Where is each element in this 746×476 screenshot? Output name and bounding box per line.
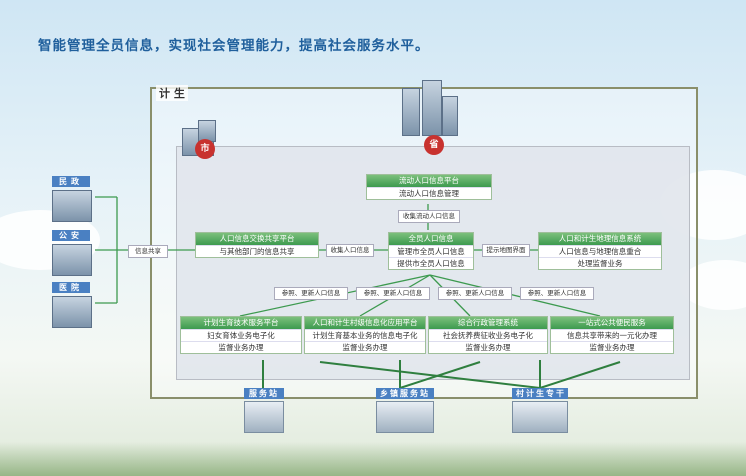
building-icon (376, 401, 434, 433)
grass-strip (0, 442, 746, 476)
box-row: 计划生育基本业务的信息电子化 (305, 329, 425, 341)
township-service-station: 乡镇服务站 (376, 388, 434, 433)
headline: 智能管理全员信息，实现社会管理能力，提高社会服务水平。 (38, 38, 430, 54)
city-badge: 市 (195, 139, 215, 159)
box-title: 人口和计生地理信息系统 (539, 233, 661, 245)
box-row: 人口信息与地理信息重合 (539, 245, 661, 257)
station-label: 村计生专干 (512, 388, 568, 399)
floating-population-platform: 流动人口信息平台 流动人口信息管理 (366, 174, 492, 200)
box-title: 人口和计生村级信息化应用平台 (305, 317, 425, 329)
box-row: 监督业务办理 (551, 341, 673, 353)
village-app-platform: 人口和计生村级信息化应用平台 计划生育基本业务的信息电子化 监督业务办理 (304, 316, 426, 354)
box-row: 妇女育体业务电子化 (181, 329, 301, 341)
province-badge: 省 (424, 135, 444, 155)
province-tower (402, 88, 420, 136)
box-row: 监督业务办理 (305, 341, 425, 353)
station-label: 服务站 (244, 388, 284, 399)
people-icon (512, 401, 568, 433)
box-row: 处理监督业务 (539, 257, 661, 269)
station-label: 乡镇服务站 (376, 388, 434, 399)
gis-system-box: 人口和计生地理信息系统 人口信息与地理信息重合 处理监督业务 (538, 232, 662, 270)
box-row: 监督业务办理 (181, 341, 301, 353)
admin-management-system: 综合行政管理系统 社会抚养费征收业务电子化 监督业务办理 (428, 316, 548, 354)
building-icon (52, 296, 92, 328)
collect-population-tag: 收集人口信息 (326, 244, 374, 257)
info-share-tag: 信息共享 (128, 245, 168, 258)
agency-label: 医院 (52, 282, 90, 293)
ref-update-tag: 参照、更新人口信息 (438, 287, 512, 300)
box-title: 流动人口信息平台 (367, 175, 491, 187)
map-interface-tag: 提示地图界面 (482, 244, 530, 257)
box-row: 与其他部门的信息共享 (196, 245, 318, 257)
one-stop-service-box: 一站式公共便民服务 信息共享带来的一元化办理 监督业务办理 (550, 316, 674, 354)
box-row: 提供市全员人口信息 (389, 257, 473, 269)
building-icon (52, 190, 92, 222)
cloud (680, 260, 746, 310)
box-row: 管理市全员人口信息 (389, 245, 473, 257)
info-exchange-platform: 人口信息交换共享平台 与其他部门的信息共享 (195, 232, 319, 258)
province-tower (442, 96, 458, 136)
box-row: 信息共享带来的一元化办理 (551, 329, 673, 341)
building-icon (244, 401, 284, 433)
service-station: 服务站 (244, 388, 284, 433)
box-title: 综合行政管理系统 (429, 317, 547, 329)
family-planning-service-platform: 计划生育技术服务平台 妇女育体业务电子化 监督业务办理 (180, 316, 302, 354)
box-title: 全员人口信息 (389, 233, 473, 245)
agency-civil-affairs: 民政 (48, 176, 94, 224)
ref-update-tag: 参照、更新人口信息 (356, 287, 430, 300)
agency-label: 公安 (52, 230, 90, 241)
box-row: 监督业务办理 (429, 341, 547, 353)
agency-label: 民政 (52, 176, 90, 187)
ref-update-tag: 参照、更新人口信息 (274, 287, 348, 300)
village-officer: 村计生专干 (512, 388, 568, 433)
box-title: 计划生育技术服务平台 (181, 317, 301, 329)
box-title: 一站式公共便民服务 (551, 317, 673, 329)
population-info-box: 全员人口信息 管理市全员人口信息 提供市全员人口信息 (388, 232, 474, 270)
box-row: 流动人口信息管理 (367, 187, 491, 199)
ref-update-tag: 参照、更新人口信息 (520, 287, 594, 300)
box-row: 社会抚养费征收业务电子化 (429, 329, 547, 341)
collect-floating-tag: 收集流动人口信息 (398, 210, 460, 223)
agency-police: 公安 (48, 230, 94, 278)
box-title: 人口信息交换共享平台 (196, 233, 318, 245)
building-icon (52, 244, 92, 276)
panel-label: 计 生 (156, 85, 188, 101)
agency-hospital: 医院 (48, 282, 94, 330)
